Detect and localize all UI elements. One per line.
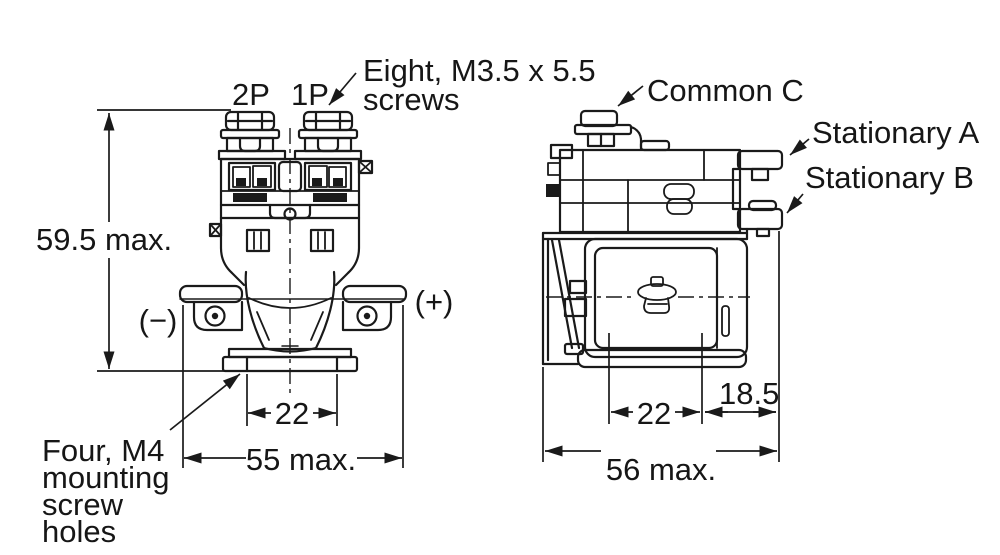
front-width-dimension: 55 max. xyxy=(246,442,356,477)
front-hole-pitch-dimension: 22 xyxy=(275,396,309,431)
side-offset-dimension: 18.5 xyxy=(719,376,779,411)
common-terminal-label: Common C xyxy=(647,73,804,108)
pole-label-2p: 2P xyxy=(232,77,270,112)
side-view-drawing xyxy=(541,109,784,369)
pole-label-1p: 1P xyxy=(291,77,329,112)
side-view-dimensions: Common C Stationary A Stationary B 22 18… xyxy=(542,73,979,487)
screw-note-line1: Eight, M3.5 x 5.5 xyxy=(363,53,596,88)
side-hole-pitch-dimension: 22 xyxy=(637,396,671,431)
side-width-dimension: 56 max. xyxy=(606,452,716,487)
mount-note-line2: mounting xyxy=(42,460,170,495)
height-dimension: 59.5 max. xyxy=(36,222,172,257)
minus-terminal-label: (−) xyxy=(139,303,178,338)
front-view-drawing xyxy=(178,110,408,398)
screw-note-line2: screws xyxy=(363,82,459,117)
front-view-dimensions: 2P 1P Eight, M3.5 x 5.5 screws 59.5 max.… xyxy=(36,53,596,549)
mount-note-line3: screw xyxy=(42,487,124,522)
mount-note-line4: holes xyxy=(42,514,116,549)
stationary-a-label: Stationary A xyxy=(812,115,979,150)
mount-note-line1: Four, M4 xyxy=(42,433,164,468)
stationary-b-label: Stationary B xyxy=(805,160,974,195)
plus-terminal-label: (+) xyxy=(415,284,454,319)
